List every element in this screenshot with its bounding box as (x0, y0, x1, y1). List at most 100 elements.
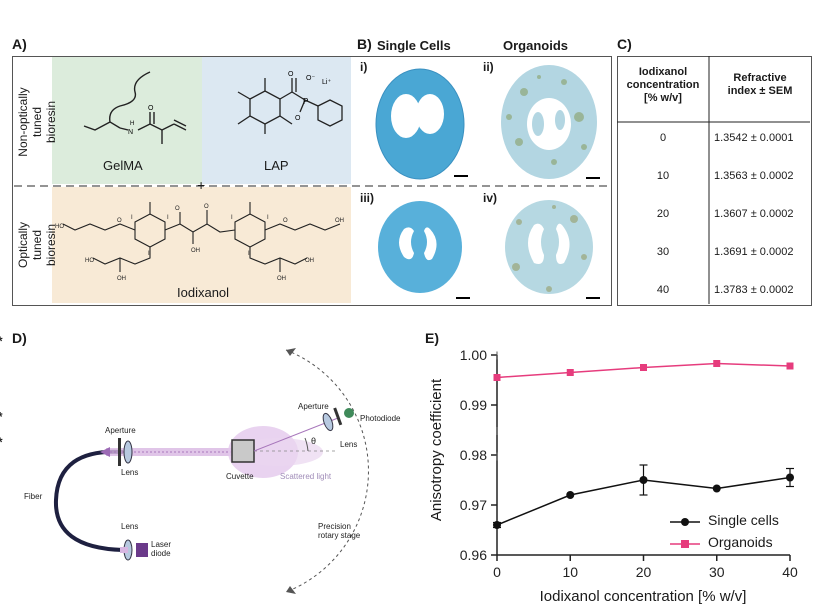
micrograph-single-cells-bottom (378, 201, 470, 299)
conc-cell: 40 (656, 284, 670, 296)
micrograph-single-cells-top (375, 68, 468, 180)
panel-a-label: A) (12, 36, 27, 52)
optical-setup-diagram (53, 348, 369, 594)
x-tick-label: 0 (493, 564, 501, 580)
label-cuvette: Cuvette (226, 472, 254, 481)
label-rotary-stage: Precision rotary stage (318, 522, 361, 540)
svg-text:O: O (148, 105, 154, 112)
table-header-conc: Iodixanol concentration [% w/v] (626, 66, 700, 104)
data-point (639, 476, 648, 484)
svg-text:I: I (167, 215, 169, 221)
legend-label: Organoids (708, 534, 773, 550)
y-tick-label: 0.99 (460, 397, 487, 413)
label-fiber: Fiber (24, 492, 43, 501)
svg-text:O: O (283, 218, 288, 224)
micrograph-organoids-bottom (505, 200, 600, 299)
label-lens-right: Lens (340, 440, 358, 449)
lap-label: LAP (264, 158, 289, 173)
svg-text:O: O (175, 206, 180, 212)
organoids-title: Organoids (503, 38, 569, 53)
significance-star: * (0, 334, 3, 349)
single-cells-title: Single Cells (377, 38, 451, 53)
subpanel-i-label: i) (360, 60, 368, 74)
data-point (786, 473, 794, 482)
label-lens-left: Lens (121, 468, 139, 477)
svg-text:O: O (295, 115, 301, 122)
svg-text:I: I (148, 251, 150, 257)
svg-text:O: O (117, 218, 122, 224)
label-aperture-left: Aperture (105, 426, 136, 435)
ri-cell: 1.3607 ± 0.0002 (714, 208, 794, 220)
svg-text:Li⁺: Li⁺ (322, 79, 331, 86)
svg-text:I: I (267, 215, 269, 221)
table-row: 0 1.3542 ± 0.0001 (617, 132, 810, 148)
data-point (640, 364, 647, 371)
ri-cell: 1.3691 ± 0.0002 (714, 246, 794, 258)
x-tick-label: 20 (636, 564, 652, 580)
table-grid (617, 56, 810, 304)
data-point (566, 491, 575, 499)
svg-text:I: I (231, 215, 233, 221)
label-theta: θ (311, 436, 317, 446)
legend-marker-square-icon (670, 540, 700, 548)
conc-cell: 20 (656, 208, 670, 220)
label-lens-bottom: Lens (121, 522, 139, 531)
conc-cell: 10 (656, 170, 670, 182)
ri-cell: 1.3563 ± 0.0002 (714, 170, 794, 182)
significance-star: * (0, 435, 3, 450)
data-point (566, 369, 574, 376)
subpanel-ii-label: ii) (483, 60, 494, 74)
x-tick-label: 40 (782, 564, 798, 580)
label-photodiode: Photodiode (360, 414, 401, 423)
data-point (712, 484, 721, 493)
svg-text:I: I (131, 215, 133, 221)
svg-text:OH: OH (305, 258, 314, 264)
ri-cell: 1.3783 ± 0.0002 (714, 284, 794, 296)
svg-text:O: O (204, 204, 209, 210)
y-tick-label: 0.98 (460, 447, 487, 463)
svg-text:O⁻: O⁻ (306, 75, 315, 82)
legend-marker-circle-icon (670, 518, 700, 526)
panel-e-label: E) (425, 330, 439, 346)
svg-text:H: H (130, 121, 134, 127)
gelma-structure: N H O (83, 71, 187, 144)
svg-text:OH: OH (335, 218, 344, 224)
table-row: 10 1.3563 ± 0.0002 (617, 170, 810, 186)
svg-text:OH: OH (191, 248, 200, 254)
plus-sign: + (197, 177, 206, 193)
gelma-background (52, 57, 202, 184)
iodixanol-structure: I I I I I I O O O O HO OH HO OH OH OH OH (55, 202, 344, 282)
y-tick-label: 0.96 (460, 547, 487, 563)
svg-text:OH: OH (117, 276, 126, 282)
dashed-divider (14, 185, 608, 187)
gelma-label: GelMA (103, 158, 143, 173)
svg-text:HO: HO (55, 224, 64, 230)
label-aperture-right: Aperture (298, 402, 329, 411)
y-tick-label: 1.00 (460, 347, 487, 363)
label-scattered-light: Scattered light (280, 472, 332, 481)
svg-text:I: I (248, 251, 250, 257)
table-row: 20 1.3607 ± 0.0002 (617, 208, 810, 224)
subpanel-iv-label: iv) (483, 191, 498, 205)
data-point (493, 374, 501, 381)
x-tick-label: 10 (562, 564, 578, 580)
legend-label: Single cells (708, 512, 779, 528)
table-header-ri: Refractive index ± SEM (727, 72, 793, 97)
label-laser-diode: Laser diode (151, 540, 172, 558)
iodixanol-label: Iodixanol (177, 285, 230, 300)
x-axis-label: Iodixanol concentration [% w/v] (539, 588, 747, 605)
svg-text:N: N (128, 129, 133, 136)
lap-structure: P O O⁻ Li⁺ O (237, 71, 343, 134)
y-axis-label: Anisotropy coefficient (428, 378, 445, 522)
panel-c-label: C) (617, 36, 632, 52)
micrograph-organoids-top (501, 65, 600, 179)
data-point (493, 521, 501, 529)
significance-star: * (0, 409, 3, 424)
subpanel-iii-label: iii) (360, 191, 374, 205)
svg-text:O: O (288, 71, 294, 78)
svg-text:HO: HO (85, 258, 94, 264)
ri-cell: 1.3542 ± 0.0001 (714, 132, 794, 144)
svg-text:OH: OH (277, 276, 286, 282)
svg-text:P: P (303, 97, 308, 106)
